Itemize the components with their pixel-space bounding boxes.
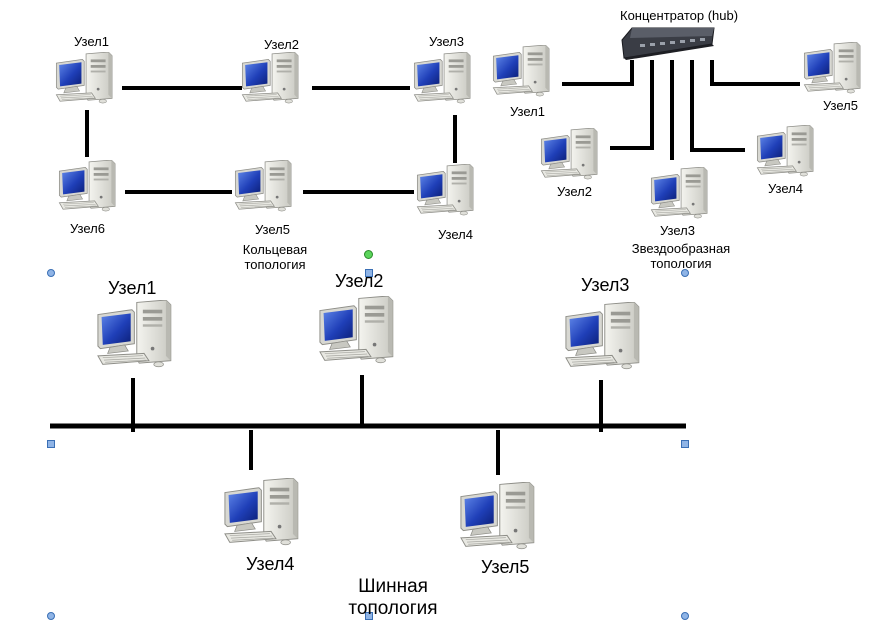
star-node5-computer-icon	[803, 42, 861, 94]
selection-handle[interactable]	[47, 269, 55, 277]
ring-links	[85, 86, 457, 194]
ring-node2-computer-icon	[241, 52, 299, 104]
selection-handle[interactable]	[681, 612, 689, 620]
ring-node4-computer-icon	[416, 164, 474, 216]
star-node3-label: Узел3	[660, 223, 695, 238]
star-node5-label: Узел5	[823, 98, 858, 113]
bus-node4-computer-icon	[224, 478, 299, 546]
bus-node1-label: Узел1	[108, 278, 157, 298]
ring-caption-line1: Кольцевая	[242, 242, 308, 257]
star-node2-computer-icon	[540, 128, 598, 180]
ring-node6-computer-icon	[58, 160, 116, 212]
ring-node5-computer-icon	[234, 160, 292, 212]
ring-node4-label: Узел4	[438, 227, 473, 242]
bus-node5-computer-icon	[460, 482, 535, 550]
bus-drops	[131, 375, 603, 475]
star-node2-label: Узел2	[557, 184, 592, 199]
ring-caption-line2: топология	[244, 256, 306, 272]
bus-node1-computer-icon	[97, 300, 172, 368]
bus-node3-label: Узел3	[581, 275, 630, 295]
star-topology	[492, 27, 861, 219]
ring-caption: Кольцевая топология	[232, 242, 318, 273]
ring-node5-label: Узел5	[255, 222, 290, 237]
ring-node3-label: Узел3	[429, 34, 464, 49]
selection-handle[interactable]	[681, 440, 689, 448]
ring-node1-label: Узел1	[74, 34, 109, 49]
bus-node2-computer-icon	[319, 296, 394, 364]
star-node4-label: Узел4	[768, 181, 803, 196]
bus-node2-label: Узел2	[335, 271, 384, 291]
star-links	[562, 60, 800, 160]
star-node1-label: Узел1	[510, 104, 545, 119]
star-node4-computer-icon	[756, 125, 814, 177]
selection-handle[interactable]	[365, 612, 373, 620]
rotation-handle[interactable]	[364, 250, 373, 259]
star-caption: Звездообразная топология	[616, 241, 746, 272]
star-node3-computer-icon	[650, 167, 708, 219]
bus-node4-label: Узел4	[246, 554, 295, 574]
hub-label: Концентратор (hub)	[620, 8, 739, 23]
ring-node3-computer-icon	[413, 52, 471, 104]
bus-caption-line1: Шинная	[358, 576, 428, 597]
bus-caption: Шинная топология	[328, 576, 458, 620]
selection-handle[interactable]	[681, 269, 689, 277]
star-caption-line2: топология	[650, 255, 712, 271]
ring-node6-label: Узел6	[70, 221, 105, 236]
star-caption-line1: Звездообразная	[631, 241, 731, 256]
bus-topology	[50, 296, 686, 550]
bus-caption-line2: топология	[348, 597, 438, 619]
bus-node3-computer-icon	[565, 302, 640, 370]
selection-handle[interactable]	[47, 440, 55, 448]
hub-icon	[621, 27, 715, 60]
ring-node1-computer-icon	[55, 52, 113, 104]
star-node1-computer-icon	[492, 45, 550, 97]
bus-node5-label: Узел5	[481, 557, 530, 577]
selection-handle[interactable]	[47, 612, 55, 620]
ring-topology	[55, 52, 474, 216]
selection-handle[interactable]	[365, 269, 373, 277]
ring-node2-label: Узел2	[264, 37, 299, 52]
